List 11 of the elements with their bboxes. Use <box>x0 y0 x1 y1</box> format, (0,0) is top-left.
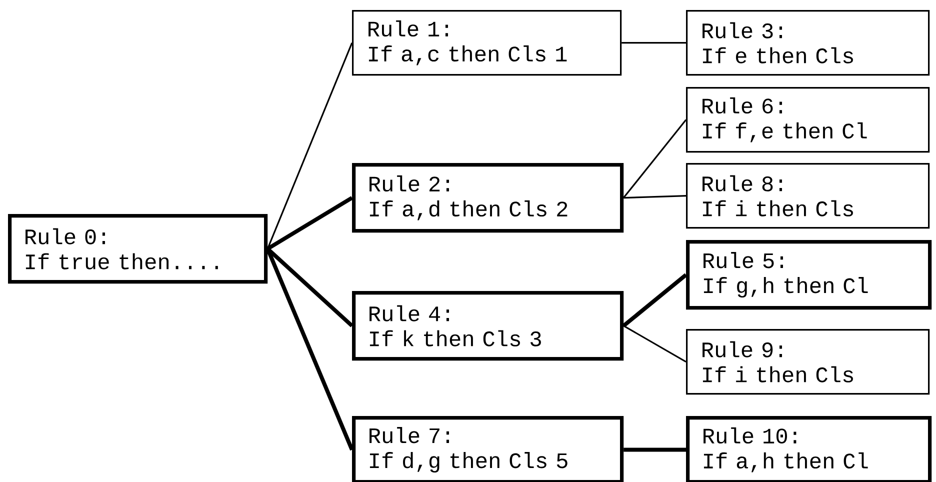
connector-line <box>622 119 687 198</box>
connector-line <box>624 195 686 199</box>
connector-line <box>266 196 354 250</box>
rule-box: Rule 10: If a,h then Cl <box>686 416 932 482</box>
rule-box: Rule 7: If d,g then Cls 5 <box>352 416 624 482</box>
connector-line <box>624 448 686 452</box>
connector-line <box>266 248 354 451</box>
connector-line <box>623 325 686 362</box>
connector-line <box>622 273 688 328</box>
connector-line <box>266 42 353 250</box>
connector-line <box>622 42 686 44</box>
